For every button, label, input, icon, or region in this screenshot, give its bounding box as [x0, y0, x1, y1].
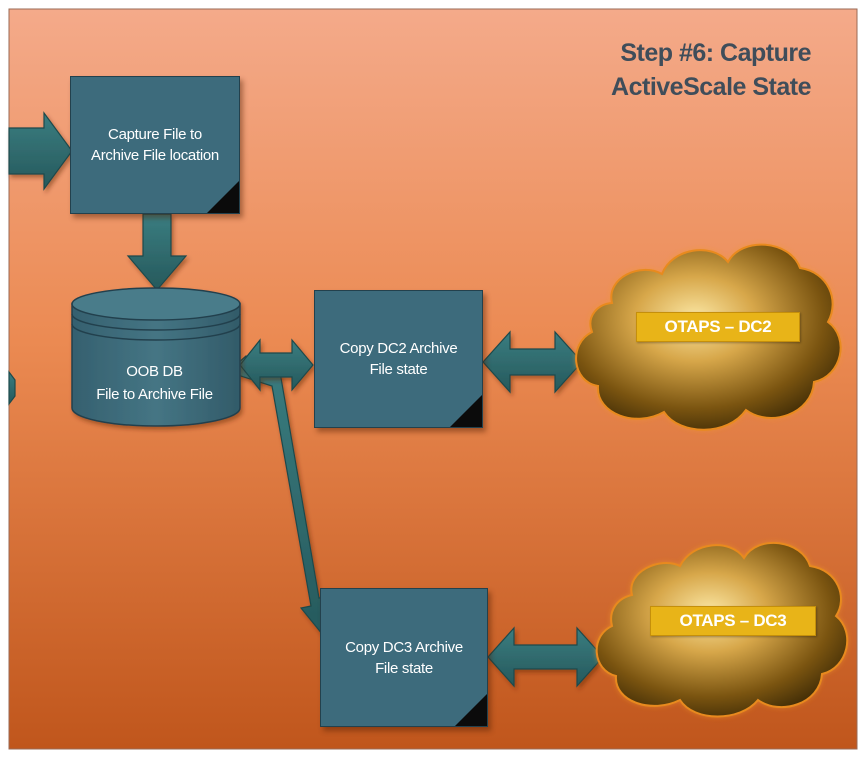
capture-box-line1: Capture File to: [108, 126, 202, 143]
box-corner: [454, 693, 487, 726]
step-title-line1: Step #6: Capture: [620, 39, 811, 67]
down-arrow: [126, 213, 188, 291]
copy-dc2-box: Copy DC2 Archive File state: [314, 290, 483, 428]
capture-file-box: Capture File to Archive File location: [70, 76, 240, 214]
copy-dc2-line1: Copy DC2 Archive: [339, 340, 458, 357]
step-title: Step #6: Capture ActiveScale State: [551, 36, 811, 104]
double-arrow-db-dc2: [239, 338, 314, 392]
cloud-dc3-label: OTAPS – DC3: [650, 606, 816, 636]
box-corner: [206, 180, 239, 213]
oob-db-line2: File to Archive File: [96, 386, 213, 403]
copy-dc3-line1: Copy DC3 Archive: [345, 638, 463, 656]
oob-db-cylinder: [71, 287, 241, 427]
incoming-arrow-left: [8, 370, 16, 406]
oob-db-line1: OOB DB: [126, 363, 183, 380]
incoming-arrow-top: [8, 111, 73, 191]
copy-dc2-line2: File state: [369, 361, 428, 378]
oob-db-label: OOB DB File to Archive File: [62, 360, 247, 406]
cloud-dc2-label: OTAPS – DC2: [636, 312, 800, 342]
box-corner: [449, 394, 482, 427]
copy-dc3-line2: File state: [375, 659, 433, 677]
copy-dc3-box: Copy DC3 Archive File state: [320, 588, 488, 727]
step-title-line2: ActiveScale State: [611, 73, 811, 101]
capture-box-line2: Archive File location: [91, 147, 219, 164]
